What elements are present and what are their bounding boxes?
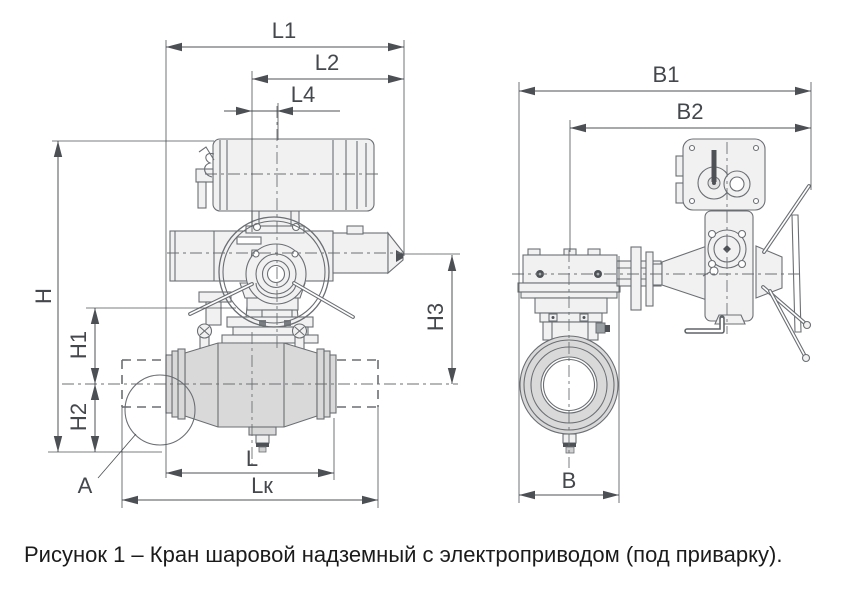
dim-label-b: B — [561, 468, 577, 493]
dim-L2 — [252, 74, 404, 84]
indicator-pointer — [711, 150, 717, 182]
dim-label-h1: H1 — [66, 330, 91, 360]
dim-label-h2: H2 — [66, 402, 91, 432]
motor-terminal-fittings — [195, 146, 215, 209]
dim-L1 — [166, 42, 404, 52]
dim-label-h: H — [31, 288, 56, 304]
dim-B — [519, 490, 619, 500]
front-pipe-extensions-dashed — [121, 359, 379, 408]
dim-label-l: L — [245, 446, 259, 471]
figure-caption: Рисунок 1 – Кран шаровой надземный с эле… — [24, 542, 783, 567]
gland-knob — [595, 322, 606, 334]
front-view — [97, 138, 404, 479]
handwheel-rim — [791, 214, 802, 333]
flange-bolt — [291, 250, 299, 258]
dim-H2 — [90, 384, 100, 452]
dim-label-b2: B2 — [676, 99, 704, 124]
dim-Lk — [122, 495, 378, 505]
dim-H1 — [90, 308, 100, 384]
side-valve-body-rings — [519, 335, 619, 454]
stud-bolt — [196, 323, 213, 354]
side-handwheel — [755, 184, 812, 363]
side-mounting-flange — [534, 297, 610, 341]
dim-label-l4: L4 — [290, 82, 316, 107]
dim-B2 — [570, 123, 811, 133]
flange-bolt — [252, 250, 260, 258]
side-drive-shaft — [616, 245, 708, 311]
front-gear-housing — [169, 210, 404, 326]
detail-a-label: A — [77, 473, 93, 498]
front-handwheel — [188, 216, 355, 328]
detail-a-callout — [97, 374, 196, 479]
dim-L4 — [224, 106, 340, 116]
dim-H — [53, 141, 63, 452]
front-valve-body — [165, 342, 337, 453]
dim-L — [166, 468, 334, 478]
drain-fitting — [562, 433, 577, 454]
dim-label-h3: H3 — [423, 302, 448, 332]
dim-label-l2: L2 — [314, 50, 340, 75]
dim-H3 — [447, 255, 457, 384]
side-view — [517, 138, 812, 454]
dim-label-l1: L1 — [271, 18, 297, 43]
dim-B1 — [519, 86, 811, 96]
dim-label-b1: B1 — [652, 62, 680, 87]
dimensions — [48, 40, 812, 508]
handwheel-spokes — [188, 281, 355, 319]
front-electric-motor — [195, 138, 375, 212]
side-gearbox-housing — [675, 138, 766, 334]
centerlines — [62, 106, 802, 468]
dim-label-lk: Lк — [251, 473, 273, 498]
drain-fitting — [248, 426, 277, 453]
